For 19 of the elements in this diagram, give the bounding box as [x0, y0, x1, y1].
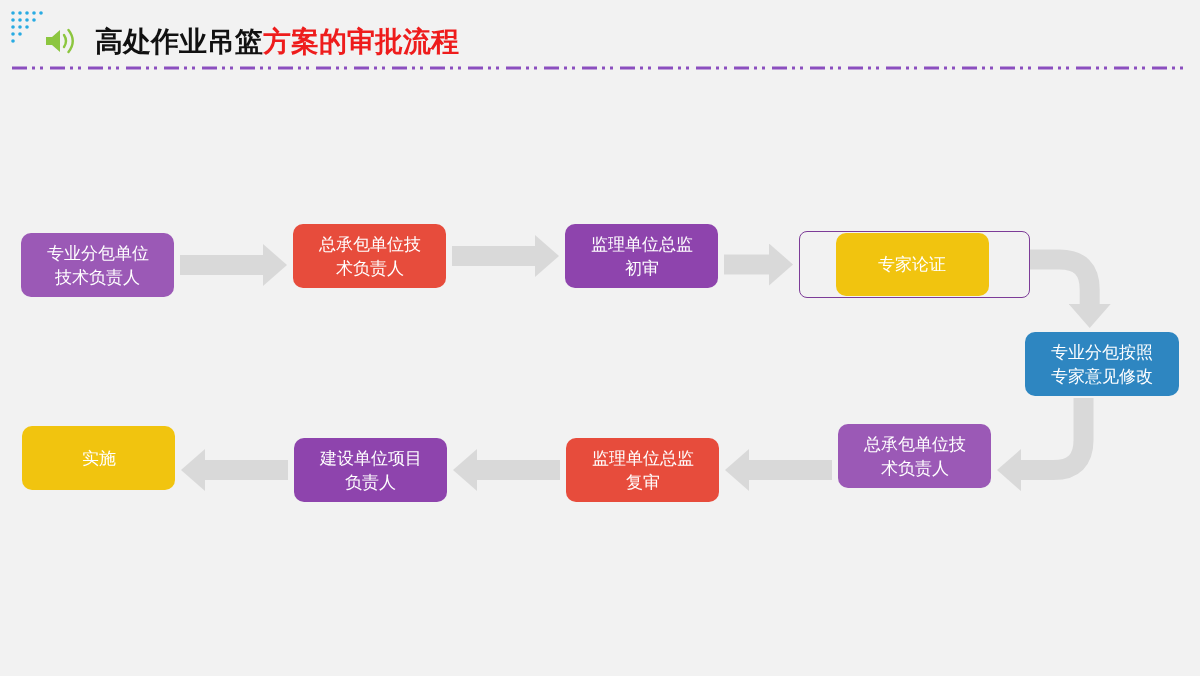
process-box: 建设单位项目负责人: [294, 438, 447, 502]
process-box: 总承包单位技术负责人: [293, 224, 446, 288]
title: 高处作业吊篮方案的审批流程: [95, 24, 459, 60]
arrow: [997, 398, 1094, 492]
process-box: 专业分包按照专家意见修改: [1025, 332, 1179, 396]
process-box: 实施: [22, 426, 175, 490]
arrow: [724, 243, 793, 286]
process-box: 专业分包单位技术负责人: [21, 233, 174, 297]
arrow: [1030, 249, 1111, 328]
arrow: [452, 235, 559, 277]
process-box: 监理单位总监复审: [566, 438, 719, 502]
process-box: 专家论证: [835, 232, 989, 296]
outline-box: [799, 231, 1030, 298]
arrow: [180, 244, 287, 286]
arrow: [453, 449, 560, 491]
arrow: [725, 449, 832, 491]
process-box: 总承包单位技术负责人: [838, 424, 991, 488]
process-box: 监理单位总监初审: [565, 224, 718, 288]
arrow: [181, 449, 288, 491]
